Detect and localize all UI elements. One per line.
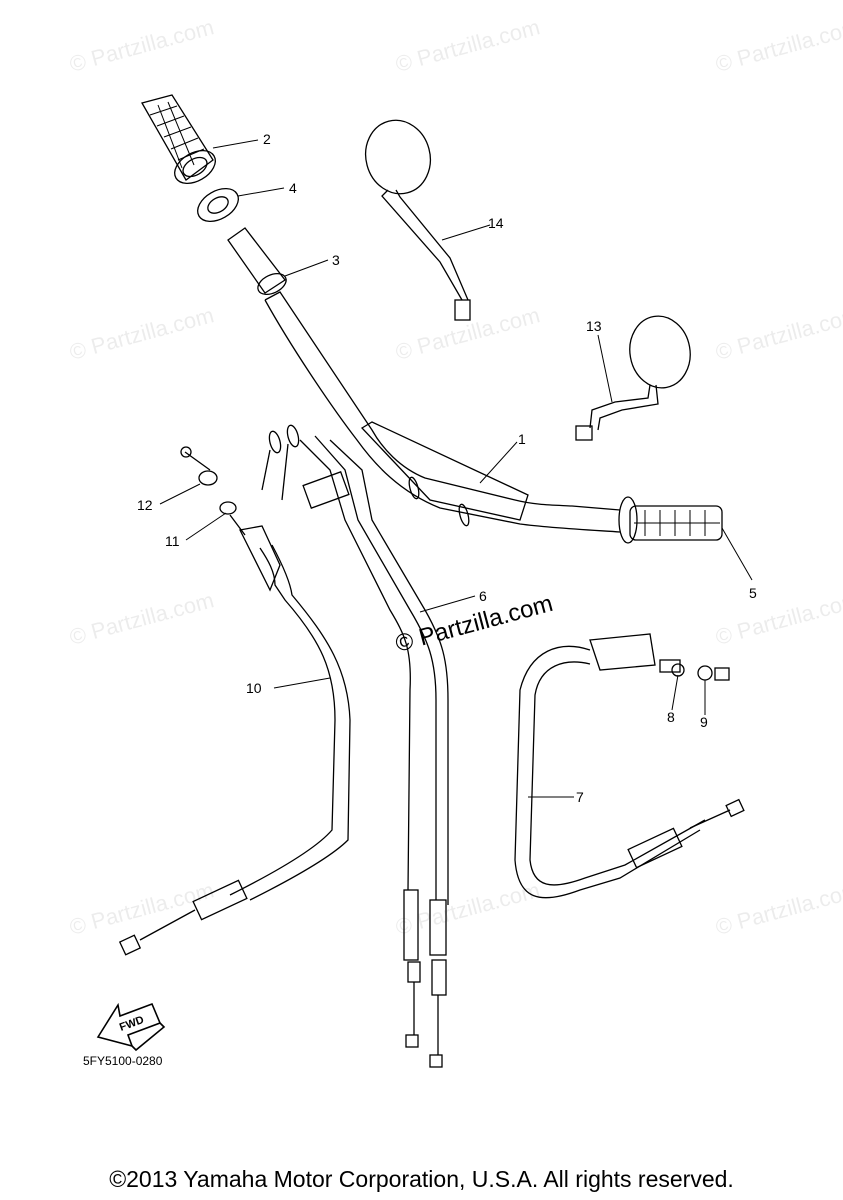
- watermark-text: © Partzilla.com: [713, 877, 843, 940]
- watermark-text: © Partzilla.com: [713, 587, 843, 650]
- left-grip-part-2: [141, 94, 216, 185]
- throttle-cables-part-6: [261, 424, 449, 1068]
- callout-4: 4: [289, 180, 297, 196]
- right-grip-part-5: [618, 496, 723, 544]
- callout-10: 10: [246, 680, 262, 696]
- throttle-tube-part-3: [227, 227, 287, 295]
- callout-2: 2: [263, 131, 271, 147]
- callout-6: 6: [479, 588, 487, 604]
- collar-part-4: [197, 187, 239, 223]
- callout-8: 8: [667, 709, 675, 725]
- handlebar-part-1: [264, 291, 621, 533]
- mirror-part-14: [364, 119, 471, 321]
- watermark-text: © Partzilla.com: [393, 877, 543, 940]
- callout-13: 13: [586, 318, 602, 334]
- mirror-part-13: [575, 315, 691, 441]
- copyright-notice: ©2013 Yamaha Motor Corporation, U.S.A. A…: [109, 1166, 734, 1192]
- watermark-text: © Partzilla.com: [713, 302, 843, 365]
- callout-7: 7: [576, 789, 584, 805]
- watermark-text: © Partzilla.com: [393, 302, 543, 365]
- callout-14: 14: [488, 215, 504, 231]
- watermark-text: © Partzilla.com: [393, 14, 543, 77]
- center-watermark: © Partzilla.com: [393, 590, 556, 658]
- callout-1: 1: [518, 431, 526, 447]
- watermark-text: © Partzilla.com: [67, 14, 217, 77]
- leader-lines: [159, 139, 753, 798]
- watermark-text: © Partzilla.com: [713, 14, 843, 77]
- watermark-text: © Partzilla.com: [67, 302, 217, 365]
- diagram-code: 5FY5100-0280: [83, 1054, 163, 1068]
- callout-12: 12: [137, 497, 153, 513]
- cable-part-7: [514, 633, 745, 899]
- watermark-text: © Partzilla.com: [67, 587, 217, 650]
- watermark-layer: © Partzilla.com © Partzilla.com © Partzi…: [67, 14, 843, 940]
- callout-9: 9: [700, 714, 708, 730]
- clutch-cable-part-10: [118, 525, 351, 956]
- fwd-arrow-icon: FWD: [96, 1002, 166, 1052]
- adjuster-parts-11-12: [180, 446, 246, 536]
- callout-11: 11: [165, 533, 180, 549]
- callout-numbers: 1 2 3 4 5 6 7 8 9 10 11 12 13 14: [137, 131, 757, 805]
- watermark-text: © Partzilla.com: [67, 877, 217, 940]
- callout-5: 5: [749, 585, 757, 601]
- callout-3: 3: [332, 252, 340, 268]
